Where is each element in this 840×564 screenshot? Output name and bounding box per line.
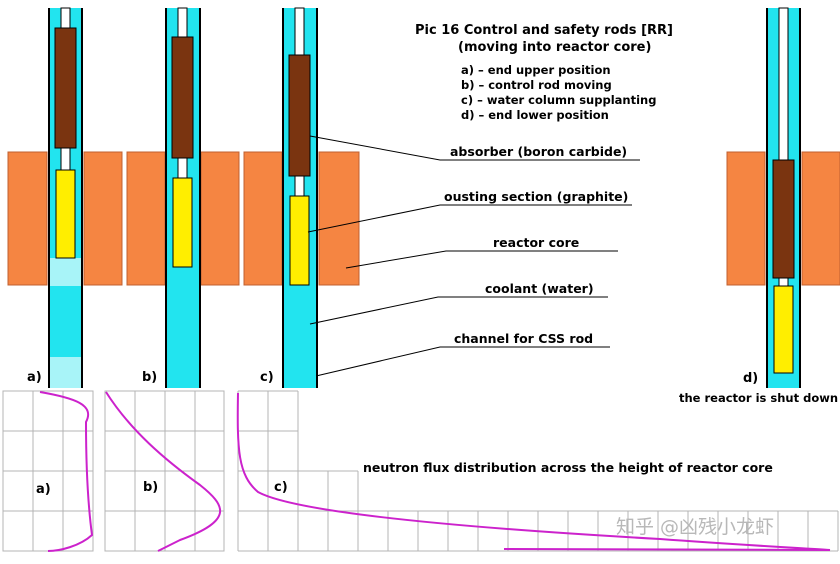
panel-label-d: d) — [743, 371, 758, 386]
core-block — [200, 151, 240, 286]
flux-curve-c — [236, 392, 831, 551]
legend-item-a: a) – end upper position — [461, 63, 611, 77]
flux-grid-c — [237, 390, 839, 552]
flux-grid-b — [104, 390, 225, 552]
absorber-rod — [288, 54, 311, 177]
core-block — [801, 151, 840, 286]
diagram-title-line2: (moving into reactor core) — [458, 40, 651, 55]
core-block — [726, 151, 766, 286]
shutdown-note: the reactor is shut down — [679, 391, 838, 405]
legend-item-c: c) – water column supplanting — [461, 93, 656, 107]
label-ousting: ousting section (graphite) — [444, 189, 628, 204]
graphite-section — [55, 169, 76, 259]
absorber-rod — [171, 36, 194, 159]
label-absorber: absorber (boron carbide) — [450, 144, 627, 159]
callout-channel: channel for CSS rod — [315, 331, 610, 377]
core-block — [83, 151, 123, 286]
label-coolant: coolant (water) — [485, 281, 594, 296]
absorber-rod — [772, 159, 795, 279]
label-channel: channel for CSS rod — [454, 331, 593, 346]
diagram-title-line1: Pic 16 Control and safety rods [RR] — [415, 23, 673, 38]
legend-item-b: b) – control rod moving — [461, 78, 612, 92]
flux-caption: neutron flux distribution across the hei… — [363, 460, 773, 475]
rod-channel-c — [282, 7, 318, 388]
flux-label-b: b) — [143, 480, 158, 495]
rod-channel-b — [165, 7, 201, 388]
callout-absorber: absorber (boron carbide) — [309, 135, 640, 161]
core-block — [126, 151, 166, 286]
core-block — [243, 151, 283, 286]
flux-grid-a — [2, 390, 94, 552]
label-core: reactor core — [493, 235, 579, 250]
legend-item-d: d) – end lower position — [461, 108, 609, 122]
flux-label-a: a) — [36, 482, 51, 497]
panel-label-b: b) — [142, 370, 157, 385]
flux-curve-a — [39, 391, 94, 552]
graphite-section — [289, 195, 310, 286]
callout-ousting: ousting section (graphite) — [307, 189, 632, 233]
flux-curve-b — [105, 391, 222, 552]
rod-channel-a — [48, 7, 83, 388]
callout-coolant: coolant (water) — [309, 281, 608, 325]
reactor-core-blocks — [7, 151, 840, 286]
flux-label-c: c) — [274, 480, 288, 495]
panel-label-c: c) — [260, 370, 274, 385]
watermark: 知乎 @凶残小龙虾 — [616, 516, 774, 538]
graphite-section — [172, 177, 193, 268]
graphite-section — [773, 285, 794, 374]
callout-core: reactor core — [345, 235, 618, 269]
panel-label-a: a) — [27, 370, 42, 385]
absorber-rod — [54, 27, 77, 149]
core-block — [7, 151, 48, 286]
rod-channel-d — [766, 7, 801, 388]
core-block — [318, 151, 360, 286]
